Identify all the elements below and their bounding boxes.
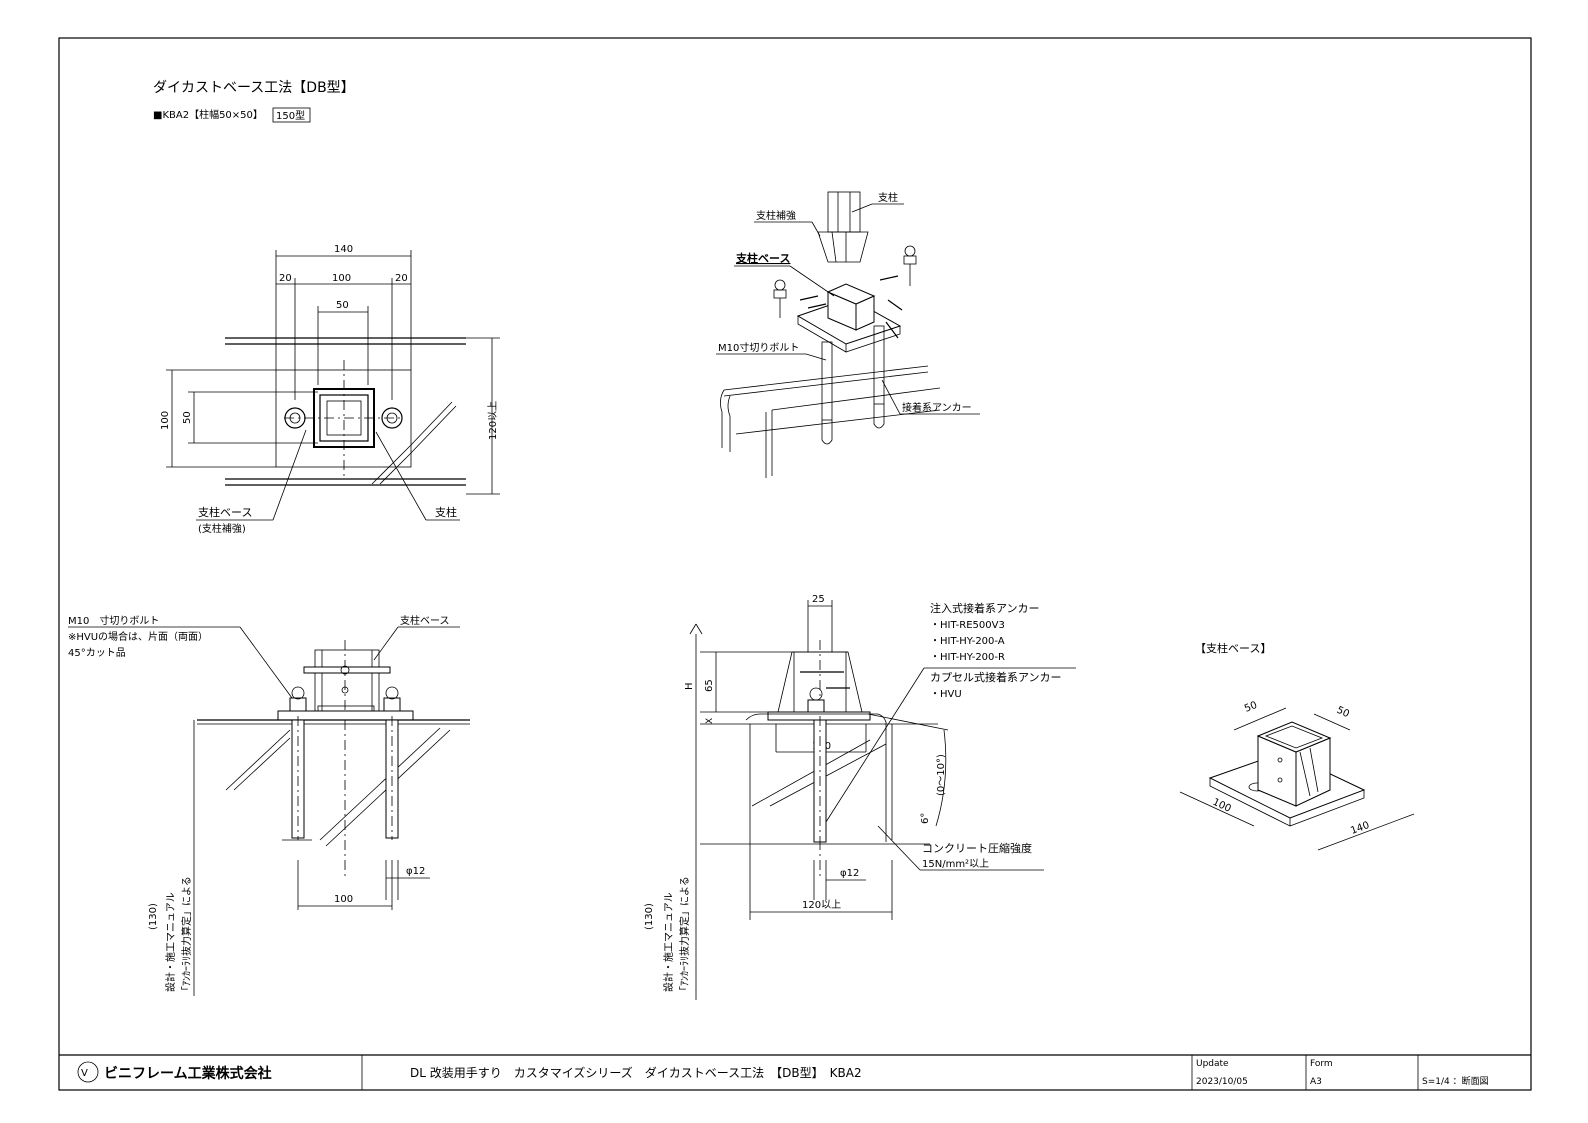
front-vert-note-1: (130)	[148, 903, 159, 930]
side-vert-note-1: (130)	[644, 903, 655, 930]
company-name: ビニフレーム工業株式会社	[104, 1065, 272, 1082]
anchor-capsule-title: カプセル式接着系アンカー	[930, 670, 1062, 684]
anchor-injection-title: 注入式接着系アンカー	[930, 601, 1040, 615]
plan-dim-140: 140	[334, 244, 353, 255]
side-dim-phi: φ12	[840, 868, 859, 879]
plan-dim-100-left: 100	[160, 411, 171, 430]
anchor-item-2: ・HIT-HY-200-A	[930, 636, 1005, 647]
side-dim-H: H	[684, 682, 695, 690]
side-dim-X: X	[705, 718, 715, 724]
drawing-heading: ダイカストベース工法【DB型】	[153, 80, 355, 96]
drawing-header: ダイカストベース工法【DB型】 ■KBA2【柱幅50×50】 150型	[153, 80, 355, 123]
front-note-2: ※HVUの場合は、片面（両面）	[68, 630, 208, 643]
plan-bolt-hole-right	[381, 407, 403, 429]
update-label: Update	[1196, 1059, 1229, 1069]
anchor-item-3: ・HIT-HY-200-R	[930, 652, 1005, 663]
company-logo-mark: V	[81, 1068, 88, 1079]
update-date: 2023/10/05	[1196, 1077, 1248, 1087]
side-dim-65: 65	[704, 679, 715, 692]
base-detail-title: 【支柱ベース】	[1195, 641, 1271, 655]
front-note-3: 45°カット品	[68, 647, 126, 659]
front-base-label: 支柱ベース	[400, 614, 450, 627]
concrete-strength-label: コンクリート圧縮強度	[922, 841, 1032, 855]
base-dim-100: 100	[1211, 797, 1233, 815]
sheet-border	[58, 37, 1532, 1091]
plan-dim-20-right: 20	[395, 273, 408, 284]
front-note-1: M10 寸切りボルト	[68, 614, 159, 627]
front-dim-100: 100	[334, 894, 353, 905]
front-dim-phi: φ12	[406, 866, 425, 877]
base-dim-50-a: 50	[1243, 700, 1259, 715]
iso-post-label: 支柱	[878, 191, 898, 204]
plan-dim-50-left: 50	[182, 411, 193, 424]
plan-dim-120: 120以上	[487, 401, 499, 440]
plan-base-sub-label: (支柱補強)	[198, 522, 246, 535]
form-size: A3	[1310, 1077, 1322, 1087]
side-vert-note-3: 「ｱﾝｶｰﾗﾘ抜力算定」による	[678, 876, 691, 996]
plan-view: 140 20 100 20 50 120以上 100 50	[160, 244, 500, 535]
side-section-view: 25 H 65 X 100	[644, 594, 1076, 1000]
front-section-view: M10 寸切りボルト ※HVUの場合は、片面（両面） 45°カット品 支柱ベース	[68, 614, 470, 996]
model-box	[272, 107, 311, 123]
side-angle-range: (0～10°)	[936, 754, 947, 796]
iso-bolt-label: M10寸切りボルト	[718, 341, 799, 354]
drawing-subheading: ■KBA2【柱幅50×50】	[153, 108, 263, 121]
front-vert-note-2: 設計・施工マニュアル	[164, 892, 177, 992]
plan-dim-20-left: 20	[279, 273, 292, 284]
front-vert-note-3: 「ｱﾝｶｰﾗﾘ抜力算定」による	[180, 876, 193, 996]
plan-post-label: 支柱	[435, 505, 457, 519]
title-block: V ビニフレーム工業株式会社 DL 改装用手すり カスタマイズシリーズ ダイカス…	[59, 1054, 1531, 1090]
anchor-item-1: ・HIT-RE500V3	[930, 620, 1005, 631]
concrete-strength-value: 15N/mm²以上	[922, 858, 989, 870]
plan-dim-50-top: 50	[336, 300, 349, 311]
scale-note: S=1/4 ：断面図	[1422, 1075, 1489, 1087]
iso-anchor-label: 接着系アンカー	[902, 401, 972, 414]
model-box-label: 150型	[276, 109, 305, 122]
side-dim-25: 25	[812, 594, 825, 605]
company-logo-icon	[77, 1061, 99, 1083]
plan-base-label: 支柱ベース	[198, 505, 252, 519]
base-detail-view: 【支柱ベース】 50 50 100 140	[1179, 641, 1415, 851]
form-label: Form	[1310, 1059, 1333, 1069]
anchor-capsule-item: ・HVU	[930, 689, 962, 700]
base-dim-50-b: 50	[1335, 705, 1351, 720]
side-dim-120: 120以上	[802, 899, 841, 911]
assembly-view: 支柱 支柱補強 支柱ベース M10寸切りボルト 接着系アンカー	[716, 191, 980, 478]
side-vert-note-2: 設計・施工マニュアル	[662, 892, 675, 992]
iso-reinforce-label: 支柱補強	[756, 209, 796, 222]
side-angle-6: 6°	[920, 813, 931, 824]
drawing-title: DL 改装用手すり カスタマイズシリーズ ダイカストベース工法 【DB型】 KB…	[410, 1065, 862, 1080]
iso-base-label: 支柱ベース	[735, 251, 790, 265]
plan-dim-100: 100	[332, 273, 351, 284]
